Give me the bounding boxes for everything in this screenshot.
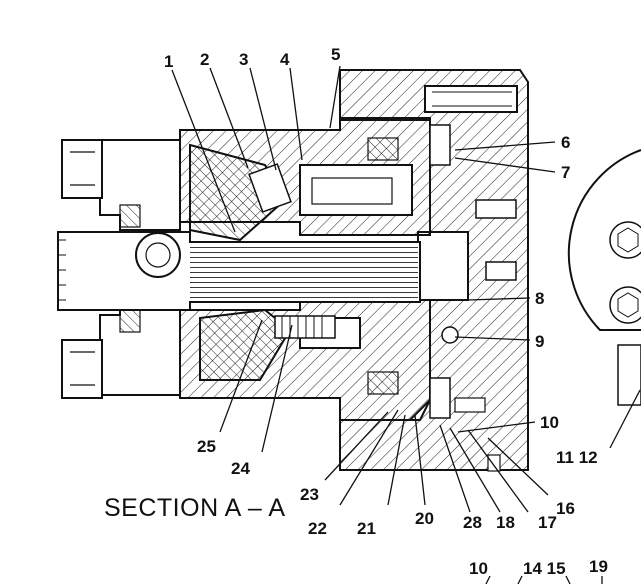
callout-7: 7 xyxy=(561,163,570,182)
callouts: 1 2 3 4 5 6 7 8 9 10 11 12 16 17 18 28 2… xyxy=(164,45,608,578)
callout-6: 6 xyxy=(561,133,570,152)
callout-16: 16 xyxy=(556,499,575,518)
spring xyxy=(274,315,336,339)
callout-5: 5 xyxy=(331,45,340,64)
callout-21: 21 xyxy=(357,519,376,538)
swash-plate xyxy=(189,143,336,381)
callout-25: 25 xyxy=(197,437,216,456)
callout-22: 22 xyxy=(308,519,327,538)
callout-19: 19 xyxy=(589,557,608,576)
partial-end-view xyxy=(567,149,641,406)
callout-18: 18 xyxy=(496,513,515,532)
front-flange xyxy=(61,139,181,399)
callout-23: 23 xyxy=(300,485,319,504)
callout-4: 4 xyxy=(280,50,290,69)
center-bore xyxy=(417,231,469,301)
callout-17: 17 xyxy=(538,513,557,532)
callout-8: 8 xyxy=(535,289,544,308)
callout-3: 3 xyxy=(239,50,248,69)
output-shaft xyxy=(57,231,421,311)
callout-1: 1 xyxy=(164,52,173,71)
callout-24: 24 xyxy=(231,459,250,478)
callout-10-bottom: 10 xyxy=(469,559,488,578)
callout-20: 20 xyxy=(415,509,434,528)
callout-9: 9 xyxy=(535,332,544,351)
rear-cover xyxy=(339,69,529,472)
callout-14-15: 14 15 xyxy=(523,559,566,578)
brake-discs xyxy=(367,124,486,419)
callout-28: 28 xyxy=(463,513,482,532)
cover-bolt xyxy=(424,85,518,113)
callout-2: 2 xyxy=(200,50,209,69)
section-caption: SECTION A – A xyxy=(104,494,286,522)
shaft-bearing xyxy=(135,232,181,278)
callout-11-12: 11 12 xyxy=(556,448,598,467)
leader-lines xyxy=(171,65,641,584)
callout-10: 10 xyxy=(540,413,559,432)
